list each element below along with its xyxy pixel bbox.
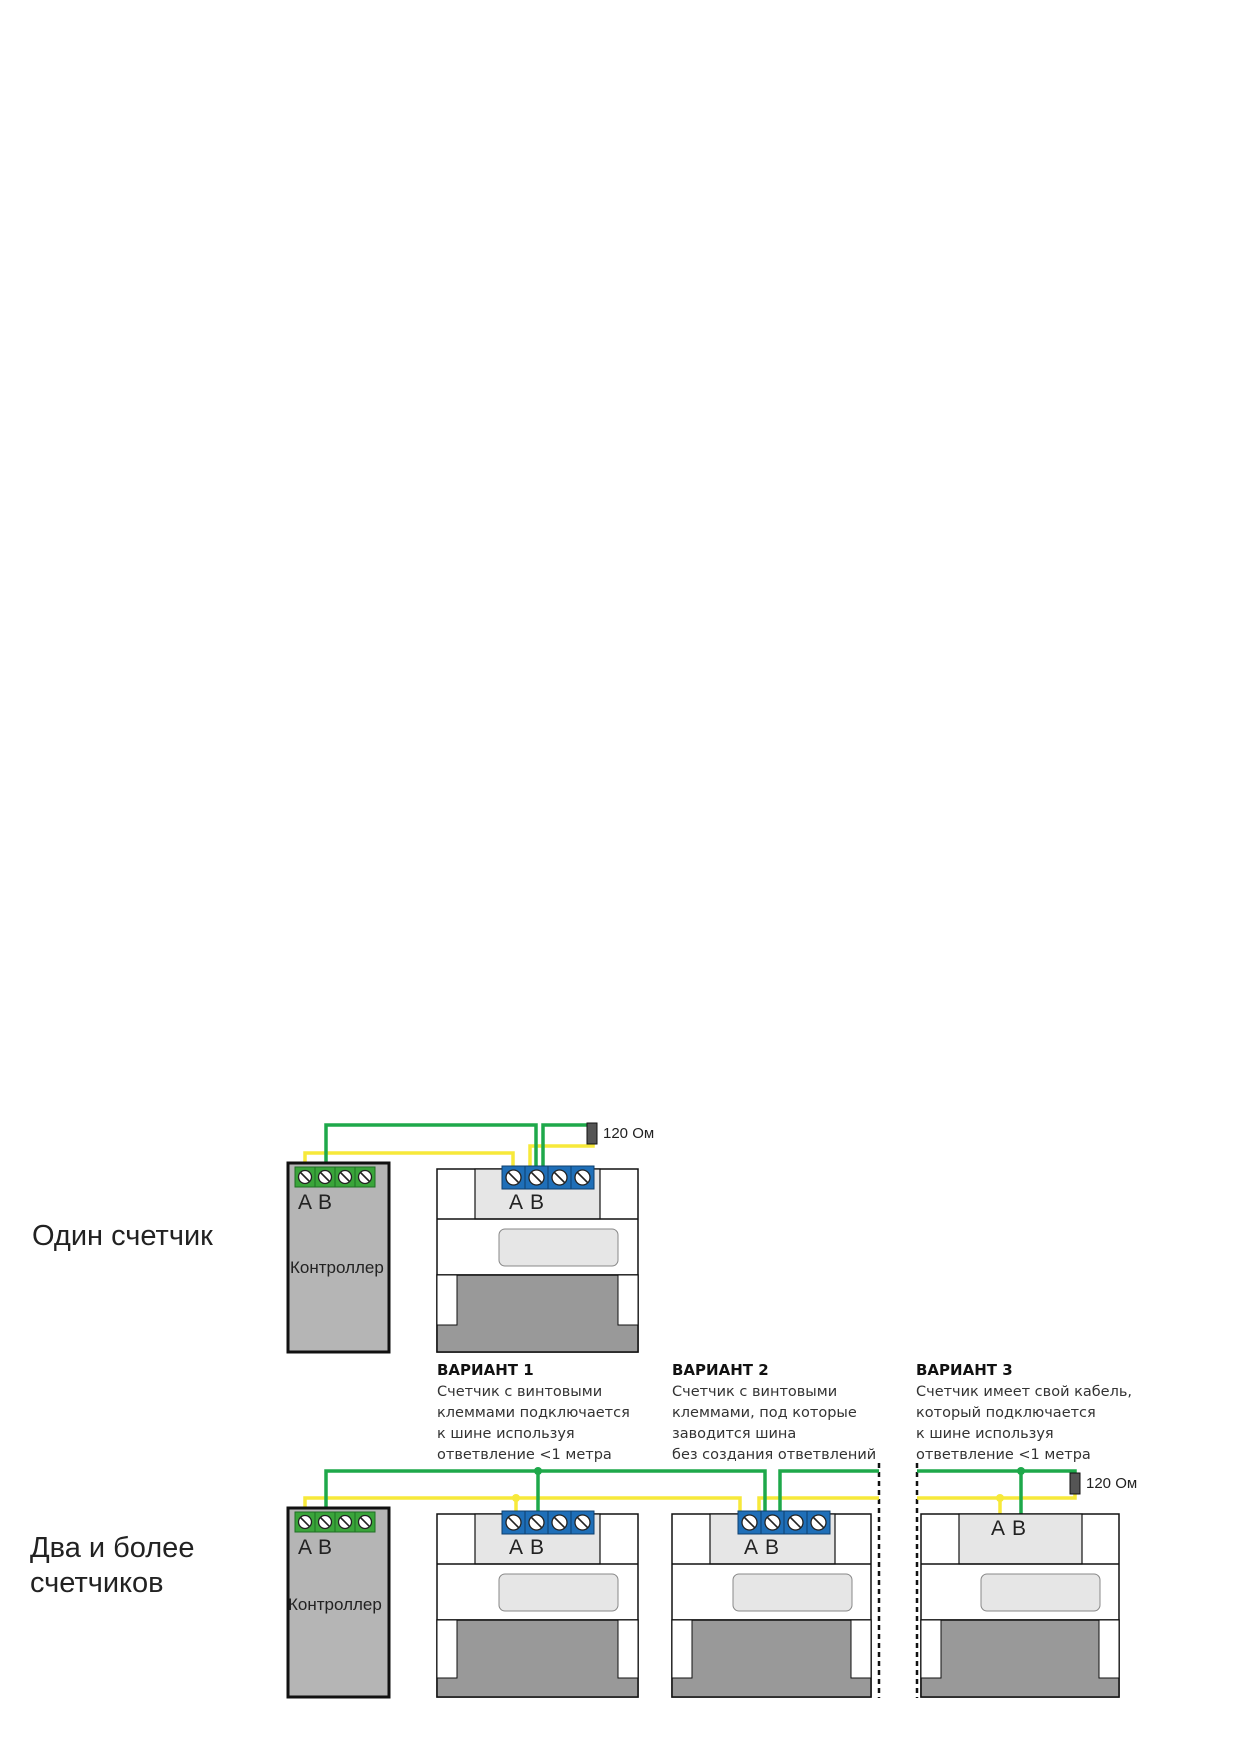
- variant-3-line-3: к шине используя: [916, 1426, 1054, 1442]
- controller-single: A B Контроллер: [286, 1161, 391, 1354]
- terminator-resistor-multi: 120 Ом: [1069, 1472, 1137, 1495]
- controller-terminal-a: [294, 1166, 316, 1188]
- junction-b-meter3: [1017, 1467, 1025, 1475]
- controller-terminal-4: [354, 1166, 376, 1188]
- controller-multi: A B Контроллер: [286, 1506, 391, 1699]
- terminator-resistor-single: 120 Ом: [586, 1122, 654, 1145]
- meter-v2-label-b: B: [765, 1536, 779, 1559]
- variant-3-line-4: ответвление <1 метра: [916, 1447, 1091, 1463]
- wire-b-multi-out: [778, 1469, 879, 1522]
- variant-3-line-2: который подключается: [916, 1405, 1096, 1421]
- controller2-terminal-b: [314, 1511, 336, 1533]
- variant-2-line-3: заводится шина: [672, 1426, 796, 1442]
- variant-1-line-1: Счетчик с винтовыми: [437, 1384, 602, 1400]
- meter-v2-terminal-b: [760, 1510, 785, 1535]
- section-label-single: Один счетчик: [32, 1220, 213, 1252]
- wire-b-multi: [324, 1469, 767, 1522]
- controller-terminal-b: [314, 1166, 336, 1188]
- meter1-terminal-b: [524, 1165, 549, 1190]
- controller-label-a: A: [298, 1191, 312, 1214]
- junction-a-meter1: [512, 1494, 520, 1502]
- meter-v2-terminal-a: [737, 1510, 762, 1535]
- junction-b-meter1: [534, 1467, 542, 1475]
- meter-v2-label-a: A: [744, 1536, 758, 1559]
- wire-b-variant3: [917, 1469, 1077, 1474]
- meter1-terminal-4: [570, 1165, 595, 1190]
- meter-v1-terminal-a: [501, 1510, 526, 1535]
- meter-variant-2: A B: [671, 1510, 872, 1698]
- section-label-multi-1: Два и более: [30, 1532, 194, 1564]
- meter1-label-b: B: [530, 1191, 544, 1214]
- controller2-name: Контроллер: [288, 1595, 382, 1614]
- junction-a-meter3: [996, 1494, 1004, 1502]
- variant-2-line-4: без создания ответвлений: [672, 1447, 876, 1463]
- variant-2-line-1: Счетчик с винтовыми: [672, 1384, 837, 1400]
- meter-v3-label-a: A: [991, 1517, 1005, 1540]
- variant-1-title: ВАРИАНТ 1: [437, 1361, 534, 1379]
- wire-b-single: [324, 1123, 538, 1177]
- controller-name: Контроллер: [290, 1258, 384, 1277]
- meter-v1-label-a: A: [509, 1536, 523, 1559]
- variant-1-line-4: ответвление <1 метра: [437, 1447, 612, 1463]
- controller-terminal-3: [334, 1166, 356, 1188]
- resistor-label-multi: 120 Ом: [1086, 1475, 1137, 1492]
- meter-v1-terminal-b: [524, 1510, 549, 1535]
- meter-single: A B: [436, 1165, 639, 1353]
- meter-v2-terminal-4: [806, 1510, 831, 1535]
- variant-1-line-3: к шине используя: [437, 1426, 575, 1442]
- meter-variant-3: A B: [920, 1513, 1120, 1698]
- variant-1-line-2: клеммами подключается: [437, 1405, 630, 1421]
- controller-label-b: B: [318, 1191, 332, 1214]
- controller2-terminal-4: [354, 1511, 376, 1533]
- controller2-terminal-3: [334, 1511, 356, 1533]
- meter-v1-terminal-4: [570, 1510, 595, 1535]
- meter1-label-a: A: [509, 1191, 523, 1214]
- resistor-label-single: 120 Ом: [603, 1125, 654, 1142]
- variant-3-line-1: Счетчик имеет свой кабель,: [916, 1384, 1132, 1400]
- meter-v2-terminal-3: [783, 1510, 808, 1535]
- meter1-terminal-3: [547, 1165, 572, 1190]
- wire-a-variant3: [917, 1494, 1077, 1500]
- variant-2-title: ВАРИАНТ 2: [672, 1361, 769, 1379]
- meter-v1-label-b: B: [530, 1536, 544, 1559]
- meter-v3-label-b: B: [1012, 1517, 1026, 1540]
- variant-3-text: ВАРИАНТ 3 Счетчик имеет свой кабель, кот…: [916, 1361, 1132, 1463]
- variant-1-text: ВАРИАНТ 1 Счетчик с винтовыми клеммами п…: [437, 1361, 630, 1463]
- variant-2-text: ВАРИАНТ 2 Счетчик с винтовыми клеммами, …: [672, 1361, 876, 1463]
- wire-b-terminator: [541, 1123, 595, 1172]
- section-label-multi-2: счетчиков: [30, 1567, 164, 1599]
- controller2-label-a: A: [298, 1536, 312, 1559]
- variant-3-title: ВАРИАНТ 3: [916, 1361, 1013, 1379]
- variant-2-line-2: клеммами, под которые: [672, 1405, 857, 1421]
- meter1-terminal-a: [501, 1165, 526, 1190]
- meter-v1-terminal-3: [547, 1510, 572, 1535]
- meter-variant-1: A B: [436, 1510, 639, 1698]
- controller2-label-b: B: [318, 1536, 332, 1559]
- controller2-terminal-a: [294, 1511, 316, 1533]
